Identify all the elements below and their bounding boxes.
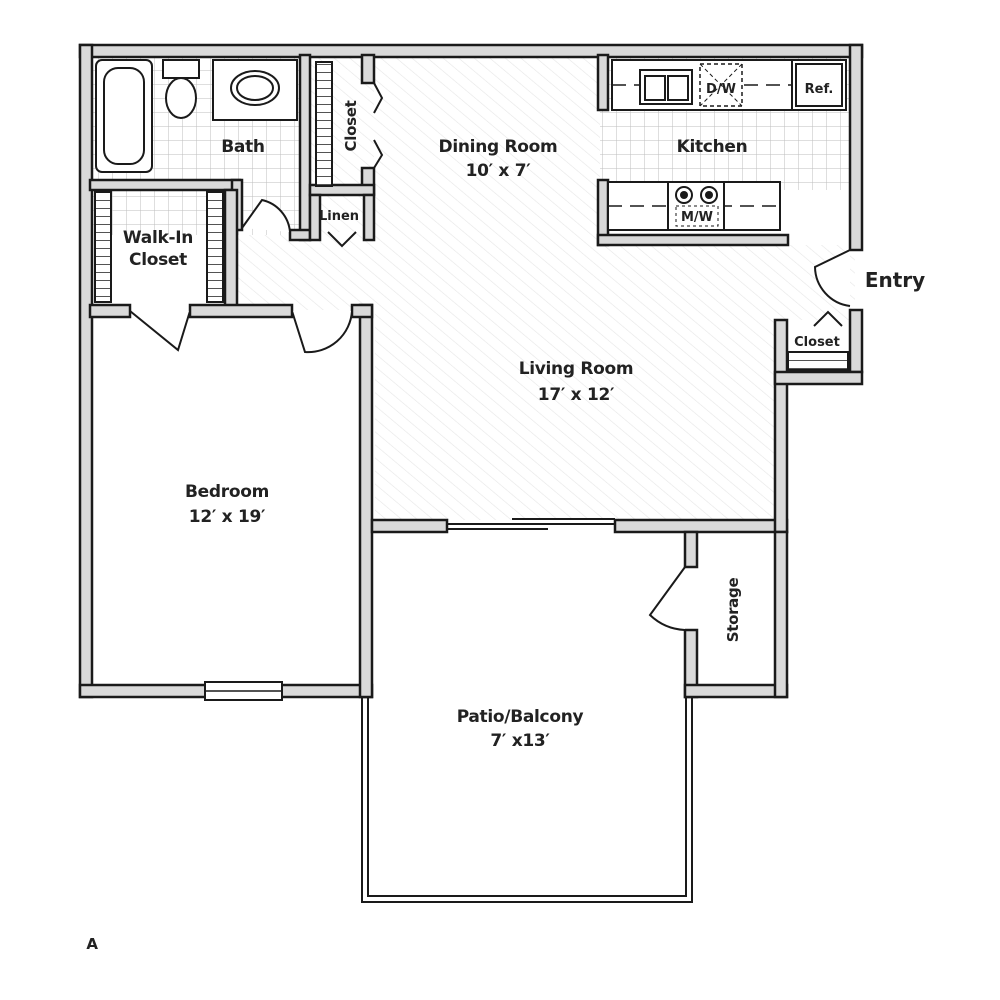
dining-room-label: Dining Room <box>439 137 558 157</box>
kitchen-label: Kitchen <box>677 137 748 157</box>
bath-label: Bath <box>221 137 264 157</box>
dishwasher-label: D/W <box>706 82 736 97</box>
bedroom-door <box>291 310 353 354</box>
wall-storage-bottom <box>683 683 789 699</box>
living-room-label: Living Room <box>519 359 634 379</box>
doors <box>129 82 851 631</box>
entry-closet-label: Closet <box>794 335 840 350</box>
bedroom-size: 12′ x 19′ <box>189 507 266 527</box>
wall-right-upper <box>848 43 864 252</box>
living-room-size: 17′ x 12′ <box>538 385 615 405</box>
wall-bath-right <box>298 53 312 242</box>
patio-outline <box>361 697 693 903</box>
storage-label: Storage <box>724 578 742 643</box>
dining-floor <box>310 55 600 240</box>
toilet-icon <box>162 59 200 79</box>
microwave-icon <box>675 205 719 227</box>
entry-closet-door <box>813 310 843 327</box>
wall-storage-top-jamb <box>683 530 699 569</box>
plan-code: A <box>86 935 98 953</box>
upper-closet-label: Closet <box>342 100 360 151</box>
living-floor <box>235 235 855 520</box>
floor-fills <box>90 55 855 520</box>
wall-walkin-bottom-mid <box>188 303 294 319</box>
walkin-closet-label-1: Walk-In <box>123 228 193 248</box>
bedroom-label: Bedroom <box>185 482 269 502</box>
wall-closet-bottom <box>308 183 376 197</box>
wall-kitchen-bottom <box>596 233 790 247</box>
upper-closet-shelf <box>315 61 333 187</box>
wall-bath-bottom <box>88 178 242 192</box>
wall-entry-closet-bottom <box>773 370 864 386</box>
linen-label: Linen <box>319 209 359 224</box>
walkin-shelf-right <box>206 191 224 303</box>
wall-living-bottom-right <box>613 518 789 534</box>
bath-door <box>241 198 291 233</box>
patio-label: Patio/Balcony <box>457 707 584 727</box>
labels: Bath Closet Linen Dining Room 10′ x 7′ K… <box>86 82 925 953</box>
wall-living-bottom-left <box>370 518 449 534</box>
dining-room-size: 10′ x 7′ <box>466 161 532 181</box>
wall-top <box>78 43 864 59</box>
entry-label: Entry <box>865 268 925 292</box>
walkin-shelf-left <box>94 191 112 303</box>
wall-kitchen-left-upper <box>596 53 610 112</box>
wall-closet-top-jamb <box>360 53 376 85</box>
entry-door <box>813 249 851 307</box>
closet-shelves <box>94 61 849 371</box>
patio-size: 7′ x13′ <box>490 731 550 751</box>
kitchen-fixtures <box>607 59 847 231</box>
walkin-door <box>129 310 191 352</box>
wall-storage-right <box>773 530 789 699</box>
wall-walkin-right <box>223 188 239 312</box>
entry-closet-shelf <box>787 351 849 371</box>
wall-walkin-bottom-left <box>88 303 132 319</box>
wall-bath-lower <box>288 228 312 242</box>
wall-left <box>78 43 94 699</box>
bedroom-window <box>204 681 283 701</box>
patio-sliding-door <box>447 518 615 530</box>
storage-door <box>648 566 686 631</box>
walkin-closet-label-2: Closet <box>129 250 187 270</box>
wall-bedroom-top-right <box>350 303 374 319</box>
wall-linen-left <box>308 193 322 242</box>
wall-bedroom-right <box>358 303 374 699</box>
refrigerator-label: Ref. <box>805 82 834 97</box>
wall-right-lower <box>848 308 864 374</box>
microwave-label: M/W <box>681 210 713 225</box>
bath-fixtures <box>95 59 298 173</box>
wall-linen-right <box>362 193 376 242</box>
closet-bifold-top <box>373 82 384 114</box>
linen-door <box>327 231 357 248</box>
wall-living-right <box>773 318 789 534</box>
closet-bifold-bottom <box>373 139 384 169</box>
